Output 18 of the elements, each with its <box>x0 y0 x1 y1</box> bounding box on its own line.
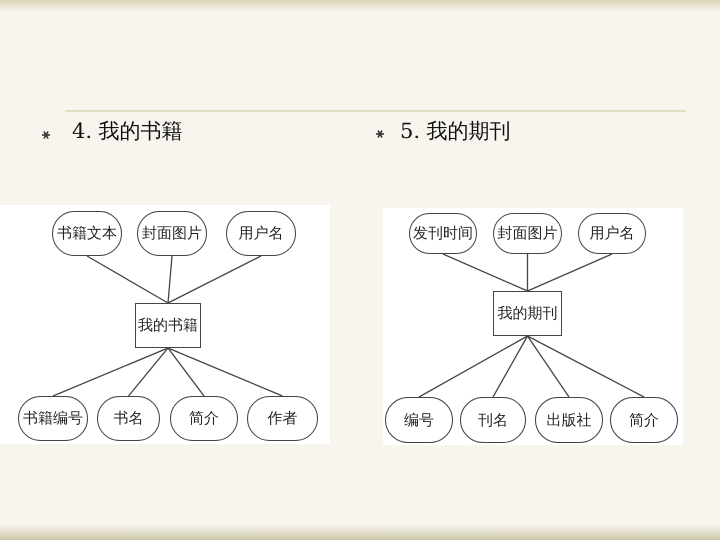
entity-box: 我的期刊 <box>493 291 562 336</box>
connector-line <box>526 254 528 291</box>
connector-line <box>526 336 570 398</box>
connector-line <box>167 256 173 304</box>
section-heading: 5. 我的期刊 <box>400 118 511 145</box>
connector-line <box>527 253 612 292</box>
connector-line <box>168 255 262 304</box>
connector-line <box>128 348 168 396</box>
connector-line <box>86 255 168 304</box>
connector-line <box>492 336 528 398</box>
entity-box: 我的书籍 <box>135 303 201 348</box>
connector-line <box>418 335 528 398</box>
connector-line <box>167 348 205 396</box>
connector-line <box>527 335 644 398</box>
section-heading: 4. 我的书籍 <box>72 118 183 145</box>
connector-line <box>168 347 283 397</box>
connector-line <box>52 347 168 397</box>
connector-line <box>442 253 528 292</box>
